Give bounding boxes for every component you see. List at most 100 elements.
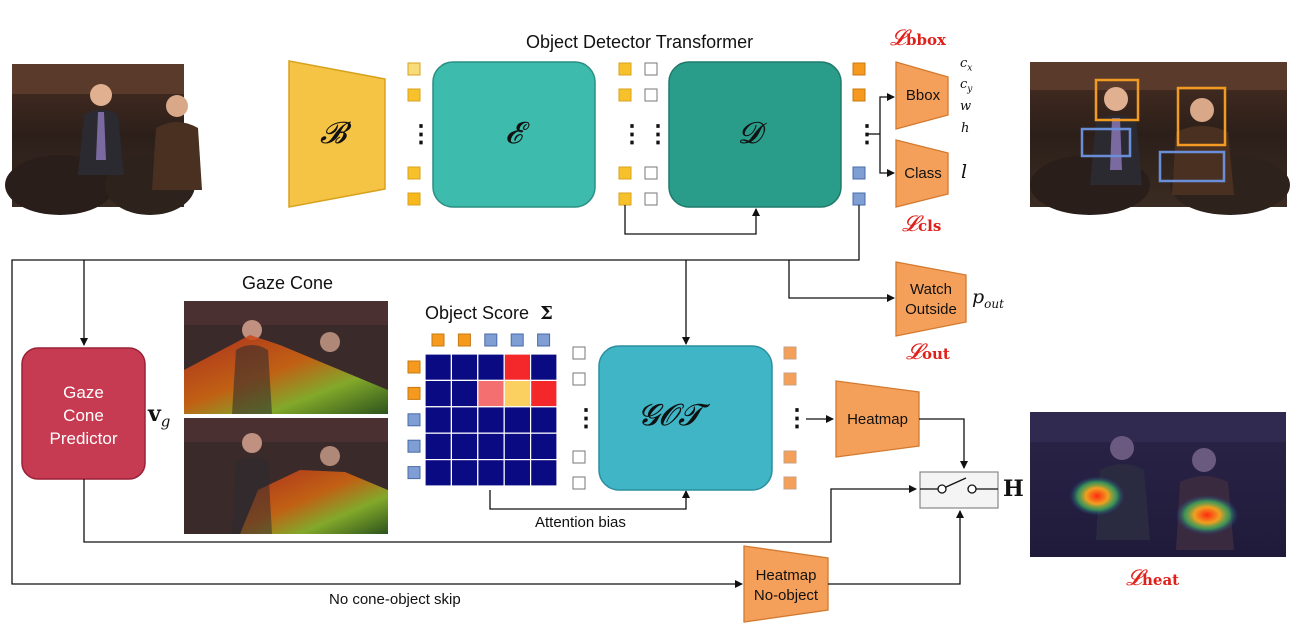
backbone-tokens: [407, 62, 421, 206]
encoder-dots-1: ⋮: [620, 121, 644, 148]
heatmap-noobject-label-2: No-object: [753, 587, 819, 604]
matrix-row-token: [407, 360, 421, 374]
matrix-cell: [477, 406, 505, 434]
encoder-block: [432, 61, 596, 208]
matrix-cell: [450, 406, 479, 434]
encoder-symbol: 𝓔: [505, 116, 523, 151]
gaze-cone-image-1: [184, 301, 388, 414]
matrix-col-token: [431, 333, 445, 347]
watch-outside-head: [895, 261, 967, 337]
watch-outside-label-2: Outside: [905, 301, 957, 318]
matrix-cell: [529, 432, 558, 461]
matrix-cell: [450, 353, 479, 381]
switch: [919, 471, 999, 509]
query-feedback-arrow: [624, 205, 760, 235]
detection-image: [1030, 62, 1290, 215]
got-symbol: 𝓖𝓞𝓣: [638, 398, 701, 433]
gaze-cone-label: Gaze Cone: [242, 273, 334, 293]
heatmap-to-switch-arrow: [919, 418, 968, 469]
matrix-cell: [477, 379, 505, 408]
matrix-cell: [503, 353, 532, 381]
matrix-cell: [477, 459, 505, 487]
bbox-label: Bbox: [905, 87, 941, 104]
object-score-matrix: [424, 353, 558, 487]
matrix-cell: [450, 459, 479, 487]
query-dots: ⋮: [574, 405, 598, 432]
matrix-cell: [450, 379, 479, 408]
decoder-symbol: 𝓓: [738, 116, 762, 151]
heatmap-label: Heatmap: [847, 411, 908, 428]
backbone-symbol: 𝓑: [320, 116, 347, 151]
matrix-cell: [503, 379, 532, 408]
watch-out-p: pout: [972, 286, 1004, 311]
encoder-dots-2: ⋮: [646, 121, 670, 148]
heatmap-output-image: [1030, 412, 1286, 557]
bbox-out-cx: cx: [960, 56, 973, 74]
noobject-to-switch-arrow: [828, 510, 964, 585]
no-cone-skip-label: No cone-object skip: [329, 591, 461, 608]
class-label: Class: [904, 165, 942, 182]
matrix-col-token: [510, 333, 524, 347]
input-image: [5, 64, 202, 215]
got-input-tokens: [572, 346, 586, 490]
attention-bias-arrow: [489, 490, 690, 510]
gaze-to-switch-line: [83, 479, 917, 543]
got-output-tokens: [783, 346, 797, 490]
matrix-cell: [424, 379, 452, 408]
bbox-out-w: w: [960, 99, 972, 114]
matrix-cell: [529, 379, 558, 408]
gaze-cone-image-2: [184, 418, 388, 534]
decoder-tokens: [852, 62, 866, 206]
heatmap-noobject-label-1: Heatmap: [755, 567, 817, 584]
loss-cls: 𝓛cls: [902, 212, 942, 237]
class-out-l: l: [961, 161, 968, 183]
matrix-col-token: [484, 333, 498, 347]
heatmap-head: [835, 380, 920, 458]
got-block: [598, 345, 773, 491]
matrix-cell: [424, 353, 452, 381]
attention-bias-label: Attention bias: [535, 514, 626, 531]
backbone-dots: ⋮: [409, 121, 433, 148]
matrix-cell: [529, 406, 558, 434]
gaze-predictor-label-1: Gaze: [63, 383, 104, 402]
gaze-predictor-label-2: Cone: [63, 406, 104, 425]
diagram-title: Object Detector Transformer: [526, 32, 754, 52]
matrix-cell: [424, 459, 452, 487]
matrix-tokens: [407, 333, 551, 480]
class-head: [895, 139, 949, 208]
H-label: H: [1003, 476, 1024, 502]
decoder-dots: ⋮: [855, 121, 879, 148]
watch-outside-label-1: Watch: [910, 281, 952, 298]
matrix-cell: [503, 406, 532, 434]
matrix-row-token: [407, 466, 421, 480]
to-bbox-arrow: [879, 93, 895, 134]
matrix-cell: [529, 353, 558, 381]
decoder-to-got-line: [11, 205, 860, 588]
to-watch-arrow: [788, 260, 895, 302]
matrix-row-token: [407, 413, 421, 427]
matrix-col-token: [457, 333, 471, 347]
loss-bbox: 𝓛bbox: [890, 26, 946, 51]
to-class-arrow: [879, 134, 895, 177]
bbox-out-cy: cy: [960, 77, 973, 95]
got-out-dots: ⋮: [785, 405, 809, 432]
matrix-row-token: [407, 386, 421, 400]
matrix-cell: [477, 432, 505, 461]
bbox-out-h: h: [961, 121, 970, 136]
bbox-head: [895, 61, 949, 130]
matrix-col-token: [537, 333, 551, 347]
vg-label: vg: [148, 401, 171, 431]
backbone-block: [288, 60, 386, 208]
loss-heat: 𝓛heat: [1126, 566, 1180, 591]
gaze-predictor-label-3: Predictor: [49, 429, 118, 448]
matrix-cell: [424, 406, 452, 434]
matrix-cell: [529, 459, 558, 487]
matrix-cell: [477, 353, 505, 381]
matrix-cell: [450, 432, 479, 461]
matrix-row-token: [407, 439, 421, 453]
matrix-cell: [503, 459, 532, 487]
object-score-label: Object Score Σ: [425, 303, 553, 324]
decoder-block: [668, 61, 842, 208]
